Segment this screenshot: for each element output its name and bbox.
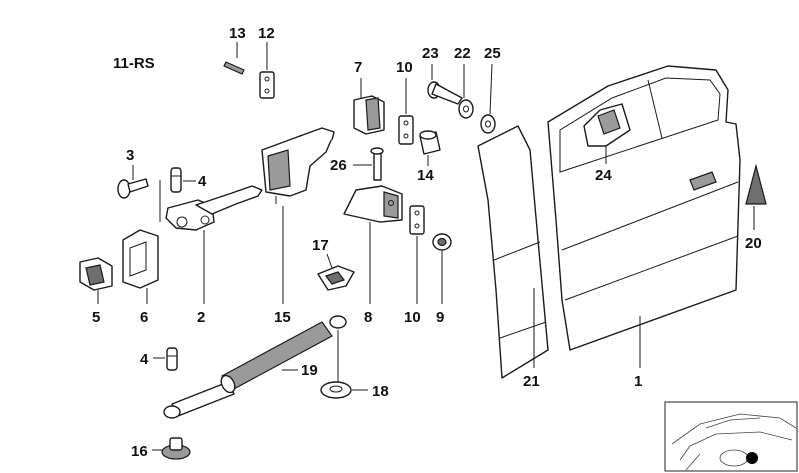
callout-15: 15 (274, 309, 291, 326)
part-12-plate (259, 71, 275, 99)
part-4-pin-lower (166, 347, 178, 371)
part-24-bracket (583, 103, 631, 147)
callout-17: 17 (312, 237, 329, 254)
part-1-rear-door (547, 65, 741, 351)
part-6-bracket (122, 229, 159, 289)
part-23-bolt (427, 81, 463, 105)
part-15-hinge (261, 127, 335, 204)
part-17-clip (317, 265, 355, 291)
part-4-pin-upper (170, 167, 182, 193)
callout-7: 7 (354, 59, 362, 76)
part-5-clip (79, 257, 113, 291)
callout-10-lower: 10 (404, 309, 421, 326)
location-marker-icon (746, 452, 758, 464)
vehicle-location-inset (664, 401, 798, 472)
callout-1: 1 (634, 373, 642, 390)
callout-8: 8 (364, 309, 372, 326)
part-13-pin (223, 61, 245, 75)
part-10-plate-lower (409, 205, 425, 235)
leader-25 (489, 63, 493, 115)
callout-3: 3 (126, 147, 134, 164)
part-16-grommet (161, 437, 191, 460)
part-21-seal-strip (477, 125, 549, 379)
callout-4-lower: 4 (140, 351, 149, 368)
part-10-plate-upper (398, 115, 414, 145)
callout-16: 16 (131, 443, 148, 460)
part-3-bolt (117, 178, 149, 199)
callout-5: 5 (92, 309, 100, 326)
callout-23: 23 (422, 45, 439, 62)
callout-6: 6 (140, 309, 148, 326)
part-19-gas-strut (163, 315, 347, 419)
part-25-washer (480, 114, 496, 134)
part-7-hinge-half (353, 95, 385, 135)
callout-18: 18 (372, 383, 389, 400)
callout-4-upper: 4 (198, 173, 207, 190)
callout-20: 20 (745, 235, 762, 252)
leader-17 (326, 253, 333, 269)
part-14-bushing (419, 130, 441, 155)
part-18-washer (320, 381, 352, 399)
part-20-trim (745, 163, 767, 205)
callout-2: 2 (197, 309, 205, 326)
callout-19: 19 (301, 362, 318, 379)
part-8-hinge-bracket (343, 185, 403, 223)
part-22-washer (458, 99, 474, 119)
group-label: 11-RS (113, 55, 155, 72)
callout-26: 26 (330, 157, 347, 174)
callout-24: 24 (595, 167, 612, 184)
callout-13: 13 (229, 25, 246, 42)
callout-25: 25 (484, 45, 501, 62)
part-26-bolt (370, 147, 384, 181)
callout-21: 21 (523, 373, 540, 390)
callout-12: 12 (258, 25, 275, 42)
callout-14: 14 (417, 167, 434, 184)
callout-22: 22 (454, 45, 471, 62)
callout-10-upper: 10 (396, 59, 413, 76)
part-9-bushing (432, 233, 452, 251)
part-2-door-check (159, 180, 263, 231)
callout-9: 9 (436, 309, 444, 326)
